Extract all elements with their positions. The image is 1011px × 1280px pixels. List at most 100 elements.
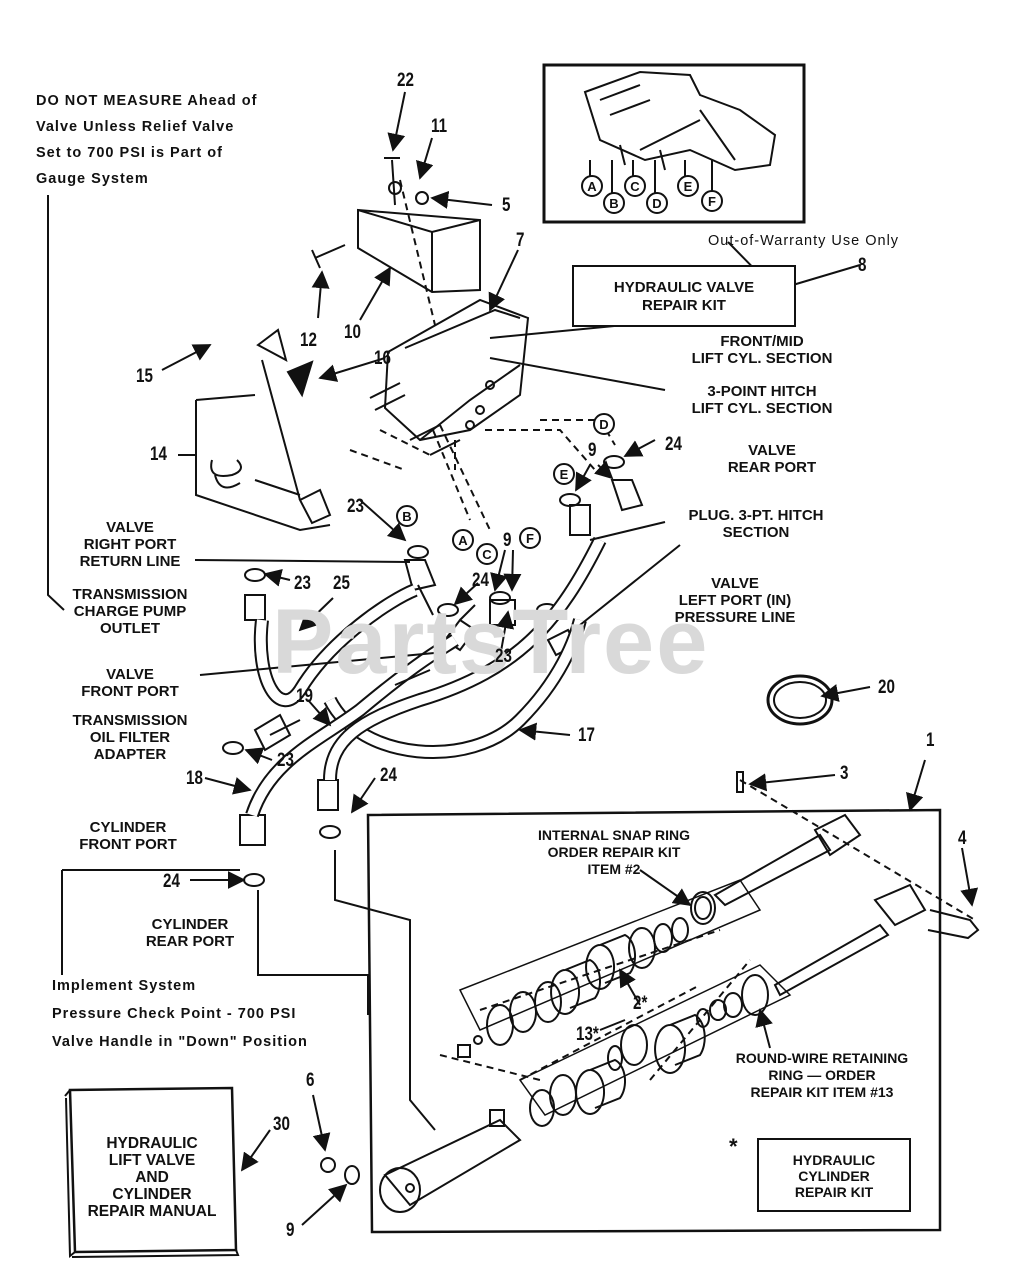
valve-handle (256, 328, 301, 501)
manual-line: REPAIR MANUAL (87, 1203, 217, 1220)
port-letter-e: E (559, 467, 569, 482)
label-line: ADAPTER (93, 746, 167, 763)
cylinder-barrel (383, 1118, 522, 1207)
callout-11: 11 (431, 116, 448, 137)
label-line: FRONT PORT (79, 836, 177, 853)
hose-clamp (766, 674, 834, 726)
cylinder-kit-line: HYDRAULIC (792, 1152, 876, 1168)
label-line: REAR PORT (145, 933, 235, 950)
cylinder-kit-star: * (729, 1134, 738, 1159)
manual-line: LIFT VALVE (108, 1152, 196, 1169)
callout-19: 19 (296, 686, 313, 707)
label-valve-rear-port: VALVE REAR PORT (714, 442, 830, 476)
measure-note-line: Set to 700 PSI is Part of (36, 145, 223, 161)
callout-10: 10 (344, 322, 361, 343)
label-line: ORDER REPAIR KIT (547, 844, 681, 860)
pressure-note-line: Implement System (52, 978, 197, 994)
callout-23: 23 (277, 750, 294, 771)
pressure-note-line: Pressure Check Point - 700 PSI (52, 1006, 297, 1022)
callout-24: 24 (472, 570, 489, 591)
callout-24: 24 (163, 871, 180, 892)
label-plug-3pt: PLUG. 3-PT. HITCH SECTION (666, 507, 846, 541)
port-letter-d: D (599, 417, 609, 432)
label-transmission-oil-filter: TRANSMISSION OIL FILTER ADAPTER (60, 712, 200, 763)
callout-7: 7 (516, 230, 525, 251)
measure-note-line: DO NOT MEASURE Ahead of (36, 93, 258, 109)
warranty-note: Out-of-Warranty Use Only (708, 233, 900, 249)
repair-manual: HYDRAULIC LIFT VALVE AND CYLINDER REPAIR… (72, 1135, 232, 1220)
inset-frame (542, 63, 806, 224)
label-line: PLUG. 3-PT. HITCH (688, 507, 824, 524)
label-valve-right-port: VALVE RIGHT PORT RETURN LINE (60, 519, 200, 570)
callout-15: 15 (136, 366, 153, 387)
callout-9: 9 (588, 440, 597, 461)
measure-note-line: Valve Unless Relief Valve (36, 119, 235, 135)
manual-line: HYDRAULIC (106, 1135, 198, 1152)
label-line: REPAIR KIT ITEM #13 (750, 1084, 894, 1100)
label-line: FRONT PORT (81, 683, 179, 700)
callout-8: 8 (858, 255, 867, 276)
label-line: LIFT CYL. SECTION (691, 400, 833, 417)
callout-24: 24 (380, 765, 397, 786)
label-round-wire-ring: ROUND-WIRE RETAINING RING — ORDER REPAIR… (722, 1050, 922, 1101)
manual-line: AND (135, 1169, 169, 1186)
label-line: CYLINDER (151, 916, 229, 933)
label-cylinder-front-port: CYLINDER FRONT PORT (68, 819, 188, 853)
measure-note: DO NOT MEASURE Ahead of Valve Unless Rel… (36, 88, 257, 192)
label-line: CYLINDER (89, 819, 167, 836)
label-line: RIGHT PORT (83, 536, 177, 553)
label-line: SECTION (722, 524, 790, 541)
pressure-note: Implement System Pressure Check Point - … (52, 972, 308, 1056)
callout-16: 16 (374, 348, 391, 369)
label-internal-snap-ring: INTERNAL SNAP RING ORDER REPAIR KIT ITEM… (522, 827, 706, 878)
label-line: INTERNAL SNAP RING (538, 827, 690, 843)
port-letter-a: A (458, 533, 468, 548)
label-line: 3-POINT HITCH (707, 383, 817, 400)
callout-12: 12 (300, 330, 317, 351)
label-line: OIL FILTER (89, 729, 171, 746)
port-letter-c-inset: C (630, 179, 640, 194)
label-line: TRANSMISSION (72, 712, 188, 729)
callout-30: 30 (273, 1114, 290, 1135)
label-line: VALVE (106, 666, 154, 683)
callout-9: 9 (286, 1220, 295, 1241)
callout-5: 5 (502, 195, 511, 216)
label-line: OUTLET (100, 620, 160, 637)
label-transmission-charge-pump: TRANSMISSION CHARGE PUMP OUTLET (60, 586, 200, 637)
valve-repair-kit-box: HYDRAULIC VALVE REPAIR KIT (572, 265, 796, 327)
port-letter-f-inset: F (708, 194, 716, 209)
measure-note-line: Gauge System (36, 171, 149, 187)
callout-9: 9 (503, 530, 512, 551)
callout-6: 6 (306, 1070, 315, 1091)
inset-valve (583, 70, 777, 172)
cylinder-kit-line: REPAIR KIT (794, 1184, 874, 1200)
valve-kit-line: REPAIR KIT (642, 297, 726, 314)
handle-bracket (195, 394, 331, 532)
label-line: VALVE (748, 442, 796, 459)
port-letter-d-inset: D (652, 196, 662, 211)
valve-kit-line: HYDRAULIC VALVE (613, 279, 755, 296)
callout-14: 14 (150, 444, 167, 465)
callout-1: 1 (926, 730, 935, 751)
callout-2: 2* (633, 993, 648, 1014)
watermark: PartsTree (272, 591, 710, 693)
control-valve (383, 298, 530, 442)
callout-22: 22 (397, 70, 414, 91)
label-three-point-section: 3-POINT HITCH LIFT CYL. SECTION (672, 383, 852, 417)
label-valve-left-port: VALVE LEFT PORT (IN) PRESSURE LINE (660, 575, 810, 626)
callout-18: 18 (186, 768, 203, 789)
label-line: REAR PORT (727, 459, 817, 476)
label-front-mid-section: FRONT/MID LIFT CYL. SECTION (672, 333, 852, 367)
callout-4: 4 (958, 828, 967, 849)
port-letter-c: C (482, 547, 492, 562)
cylinder-frame (366, 808, 942, 1234)
label-line: LEFT PORT (IN) (678, 592, 792, 609)
label-line: VALVE (106, 519, 154, 536)
port-letter-e-inset: E (683, 179, 693, 194)
callout-3: 3 (840, 763, 849, 784)
mounting-bracket (357, 208, 481, 294)
label-line: RETURN LINE (79, 553, 181, 570)
label-line: CHARGE PUMP (73, 603, 187, 620)
callout-23: 23 (495, 646, 512, 667)
